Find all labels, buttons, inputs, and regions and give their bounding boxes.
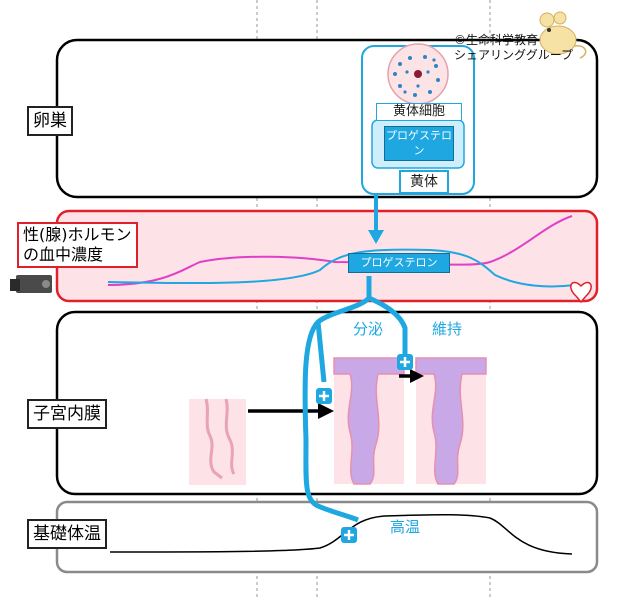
plus-icon-maintain bbox=[397, 354, 413, 370]
heart-icon bbox=[570, 281, 592, 304]
progesterone-flow bbox=[302, 276, 372, 523]
thick-lilac-1 bbox=[333, 357, 405, 485]
credit-line-1: ©生命科学教育 bbox=[454, 33, 539, 47]
plus-icon-temperature bbox=[341, 527, 357, 543]
camera-icon bbox=[10, 275, 52, 293]
plus-icon-secretion bbox=[316, 388, 332, 404]
credit-line-2: シェアリンググループ bbox=[454, 48, 574, 62]
hormone-panel bbox=[55, 209, 599, 303]
estrogen-curve bbox=[107, 215, 573, 286]
endometrium-growth-arrowhead bbox=[318, 403, 334, 419]
blood-progesterone-box: プロゲステロン bbox=[348, 253, 450, 273]
hormone-label-line2: の血中濃度 bbox=[23, 245, 104, 264]
thin-gland-1 bbox=[204, 398, 223, 480]
hormone-label-line1: 性(腺)ホルモン bbox=[23, 225, 132, 244]
bbt-curve bbox=[109, 513, 573, 555]
progesterone-flow-maintain bbox=[367, 295, 408, 356]
bbt-label: 基礎体温 bbox=[27, 519, 107, 549]
endometrium-maintain-arrowhead bbox=[410, 369, 424, 383]
ovary-panel bbox=[55, 38, 599, 199]
endometrium-label: 子宮内膜 bbox=[27, 399, 107, 429]
luteal-cell-nucleus bbox=[414, 70, 422, 78]
ovary-to-blood-arrowhead bbox=[368, 230, 384, 244]
thin-gland-2 bbox=[224, 398, 236, 475]
hormone-label: 性(腺)ホルモン の血中濃度 bbox=[17, 222, 138, 268]
high-temperature-label: 高温 bbox=[390, 518, 421, 536]
maintain-label: 維持 bbox=[432, 320, 463, 338]
mouse-mascot-icon bbox=[539, 11, 587, 59]
corpus-luteum-label: 黄体 bbox=[399, 170, 449, 194]
progesterone-flow-secretion bbox=[315, 321, 327, 383]
thick-lilac-2 bbox=[415, 357, 487, 485]
luteal-cell-dots bbox=[393, 55, 440, 97]
luteal-cell-label: 黄体細胞 bbox=[376, 103, 462, 121]
secretion-label: 分泌 bbox=[353, 320, 384, 338]
progesterone-curve bbox=[107, 248, 576, 288]
thin-endometrium bbox=[189, 399, 246, 485]
corpus-luteum-progesterone-box: プロゲステロン bbox=[384, 126, 454, 161]
ovary-label: 卵巣 bbox=[27, 106, 73, 136]
